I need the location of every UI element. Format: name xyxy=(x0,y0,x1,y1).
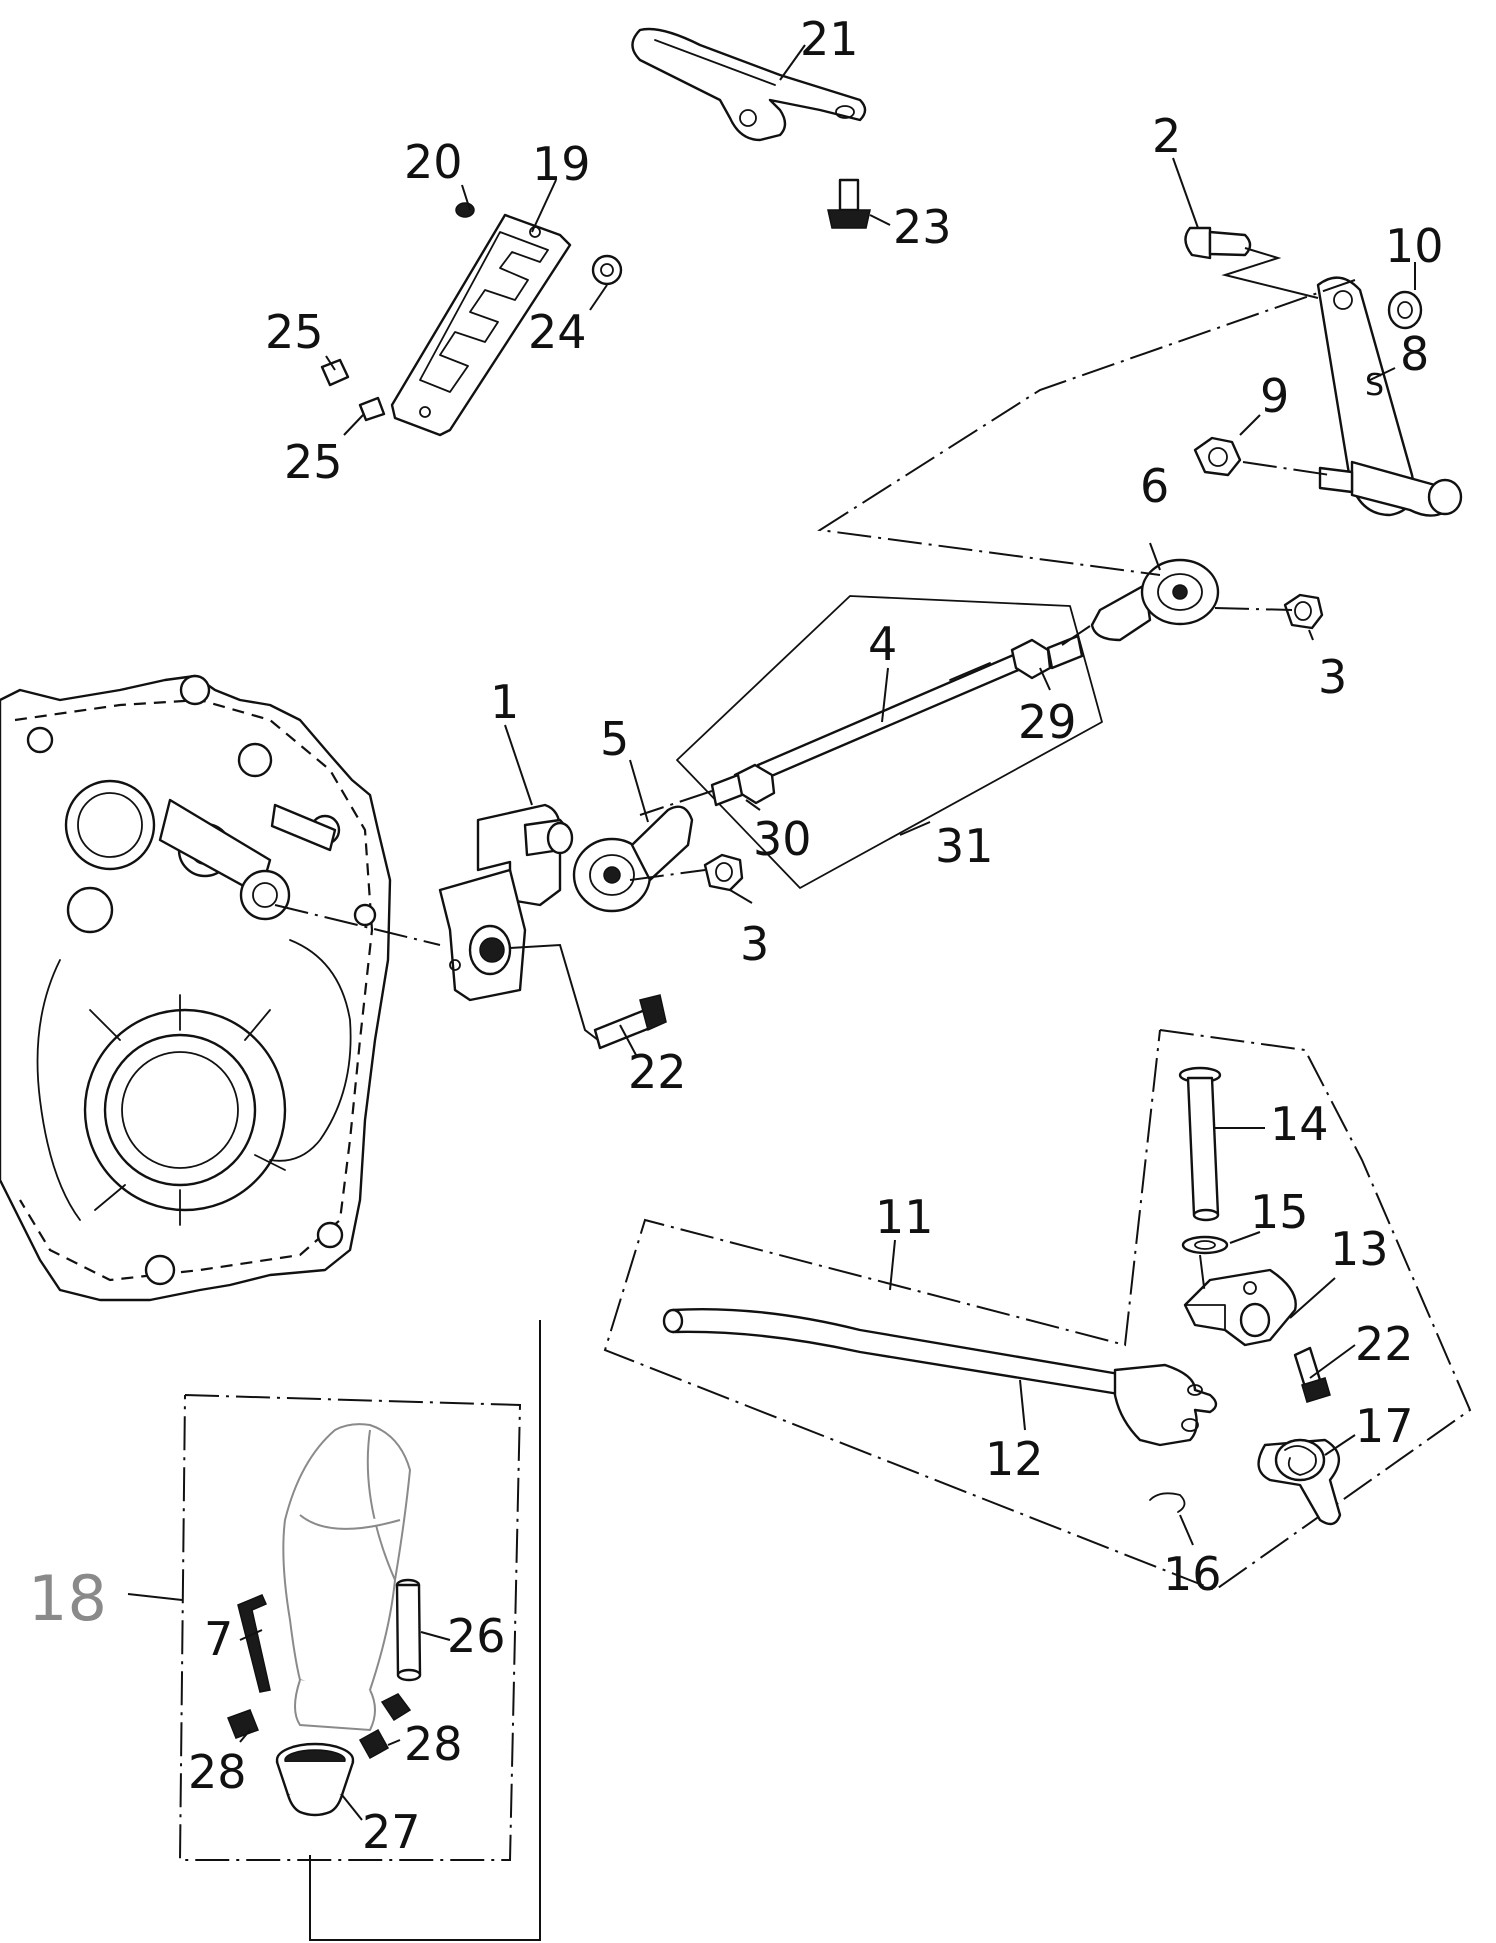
callout-15: 15 xyxy=(1250,1185,1309,1239)
part-10-washer xyxy=(1387,290,1423,330)
part-20-screw xyxy=(455,202,475,218)
part-7-hex-key xyxy=(237,1594,271,1693)
callout-26: 26 xyxy=(447,1609,506,1663)
part-12-shift-rod xyxy=(662,1307,1218,1447)
part-3-nut-upper xyxy=(1283,593,1324,630)
callout-20: 20 xyxy=(404,135,463,189)
part-26-pin xyxy=(395,1578,422,1682)
callout-3-lower: 3 xyxy=(740,917,769,971)
callout-14: 14 xyxy=(1270,1097,1329,1151)
callout-16: 16 xyxy=(1163,1547,1222,1601)
callout-12: 12 xyxy=(985,1432,1044,1486)
part-6-rod-end-joint xyxy=(1090,558,1220,642)
part-19-shift-gate-plate xyxy=(390,213,572,437)
part-18-shift-knob-assembly xyxy=(178,1320,541,1941)
callout-21: 21 xyxy=(800,12,859,66)
callout-leaders xyxy=(127,44,1416,1821)
callout-25-lower: 25 xyxy=(284,435,343,489)
part-23-flange-bolt xyxy=(827,178,871,229)
part-31-tie-rod-assembly xyxy=(676,595,1103,889)
callout-27: 27 xyxy=(362,1805,421,1859)
part-30-lock-nut xyxy=(710,763,776,807)
callout-9: 9 xyxy=(1260,369,1289,423)
part-13-clevis-block xyxy=(1183,1268,1297,1347)
callout-23: 23 xyxy=(893,200,952,254)
callout-8: 8 xyxy=(1400,327,1429,381)
callout-4: 4 xyxy=(868,617,897,671)
callout-11: 11 xyxy=(875,1190,934,1244)
callout-6: 6 xyxy=(1140,459,1169,513)
gearbox-housing xyxy=(0,674,392,1302)
callout-1: 1 xyxy=(490,675,519,729)
callout-3-upper: 3 xyxy=(1318,650,1347,704)
callout-24: 24 xyxy=(528,305,587,359)
callout-28-left: 28 xyxy=(188,1745,247,1799)
callout-31: 31 xyxy=(935,819,994,873)
part-25-screw-lower xyxy=(358,396,386,422)
callout-29: 29 xyxy=(1018,695,1077,749)
callout-18: 18 xyxy=(28,1562,107,1635)
part-25-screw-upper xyxy=(320,358,350,387)
part-1-shift-arm xyxy=(438,803,574,1002)
callout-17: 17 xyxy=(1355,1399,1414,1453)
callout-25-upper: 25 xyxy=(265,305,324,359)
part-28-set-screw-left xyxy=(227,1709,259,1739)
part-22-bolt-upper xyxy=(593,994,667,1050)
part-3-nut-lower xyxy=(703,853,744,892)
part-8-shift-lever: S xyxy=(1316,276,1463,517)
callout-10: 10 xyxy=(1385,219,1444,273)
callout-28-right: 28 xyxy=(404,1717,463,1771)
assembly-lines xyxy=(274,247,1356,1296)
callout-7: 7 xyxy=(204,1612,233,1666)
part-15-washer xyxy=(1181,1235,1229,1255)
part-22-bolt-lower xyxy=(1293,1346,1331,1403)
callout-13: 13 xyxy=(1330,1222,1389,1276)
part-27-knob-cap xyxy=(275,1742,355,1817)
part-21-shift-bracket xyxy=(631,27,867,142)
part-28-set-screw-right xyxy=(380,1693,412,1722)
callout-labels: 1 2 3 3 4 5 6 7 8 9 10 11 12 13 14 15 16… xyxy=(28,12,1444,1859)
part-29-lock-nut xyxy=(1010,634,1084,680)
part-24-washer xyxy=(591,254,623,286)
callout-5: 5 xyxy=(600,712,629,766)
callout-30: 30 xyxy=(753,812,812,866)
part-5-rod-end-joint xyxy=(572,805,694,913)
part-9-nut xyxy=(1193,436,1242,477)
callout-22-lower: 22 xyxy=(1355,1317,1414,1371)
part-2-bolt xyxy=(1184,226,1252,260)
part-28-set-screw-middle xyxy=(358,1728,390,1760)
part-17-spring xyxy=(1257,1438,1342,1526)
callout-2: 2 xyxy=(1152,109,1181,163)
svg-text:S: S xyxy=(1365,368,1384,403)
part-14-pin xyxy=(1178,1066,1222,1222)
callout-19: 19 xyxy=(532,137,591,191)
callout-22-upper: 22 xyxy=(628,1045,687,1099)
part-16-clip xyxy=(1149,1492,1186,1513)
